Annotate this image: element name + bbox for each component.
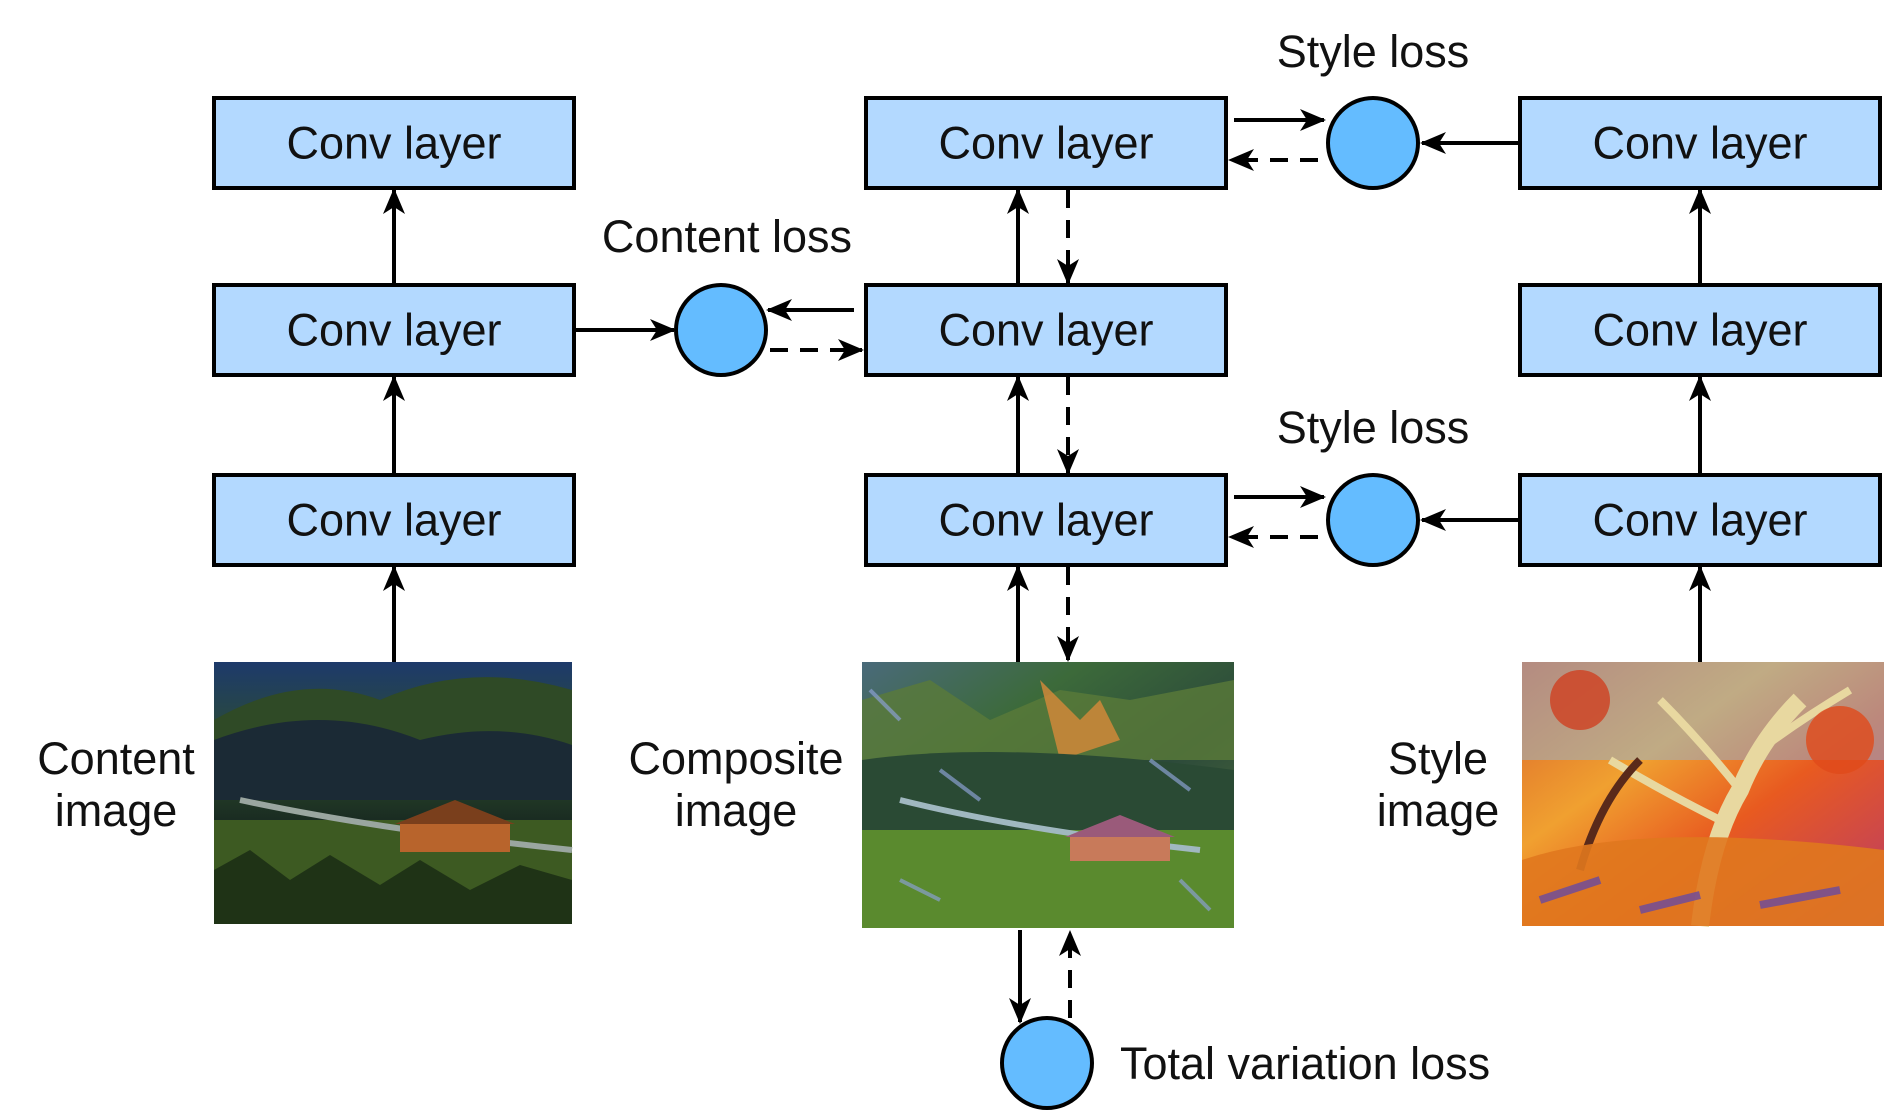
conv-layer-label: Conv layer bbox=[1592, 495, 1807, 546]
style-image bbox=[1522, 662, 1884, 928]
conv-layer-label: Conv layer bbox=[938, 305, 1153, 356]
content-conv-layer-1: Conv layer bbox=[212, 473, 576, 567]
content-image bbox=[214, 662, 573, 924]
content-conv-layer-2: Conv layer bbox=[212, 283, 576, 377]
style-image-label-line1: Style bbox=[1388, 733, 1488, 784]
composite-image-label-line2: image bbox=[675, 785, 798, 836]
style-conv-layer-2: Conv layer bbox=[1518, 283, 1882, 377]
conv-layer-label: Conv layer bbox=[1592, 118, 1807, 169]
content-conv-layer-3: Conv layer bbox=[212, 96, 576, 190]
conv-layer-label: Conv layer bbox=[286, 118, 501, 169]
composite-image-label-line1: Composite bbox=[628, 733, 843, 784]
content-image-label-line2: image bbox=[55, 785, 178, 836]
content-loss-node bbox=[674, 283, 768, 377]
content-image-label-line1: Content bbox=[37, 733, 195, 784]
composite-image bbox=[862, 662, 1234, 928]
style-loss-label-bottom: Style loss bbox=[1277, 402, 1470, 453]
style-image-label-line2: image bbox=[1377, 785, 1500, 836]
style-loss-label-top: Style loss bbox=[1277, 26, 1470, 77]
style-loss-node-bottom bbox=[1326, 473, 1420, 567]
conv-layer-label: Conv layer bbox=[938, 495, 1153, 546]
composite-conv-layer-1: Conv layer bbox=[864, 473, 1228, 567]
conv-layer-label: Conv layer bbox=[938, 118, 1153, 169]
composite-conv-layer-2: Conv layer bbox=[864, 283, 1228, 377]
composite-conv-layer-3: Conv layer bbox=[864, 96, 1228, 190]
conv-layer-label: Conv layer bbox=[286, 305, 501, 356]
content-loss-label: Content loss bbox=[602, 211, 852, 262]
total-variation-loss-node bbox=[1000, 1016, 1094, 1110]
style-loss-node-top bbox=[1326, 96, 1420, 190]
conv-layer-label: Conv layer bbox=[286, 495, 501, 546]
conv-layer-label: Conv layer bbox=[1592, 305, 1807, 356]
style-conv-layer-3: Conv layer bbox=[1518, 96, 1882, 190]
total-variation-loss-label: Total variation loss bbox=[1120, 1038, 1490, 1089]
style-conv-layer-1: Conv layer bbox=[1518, 473, 1882, 567]
